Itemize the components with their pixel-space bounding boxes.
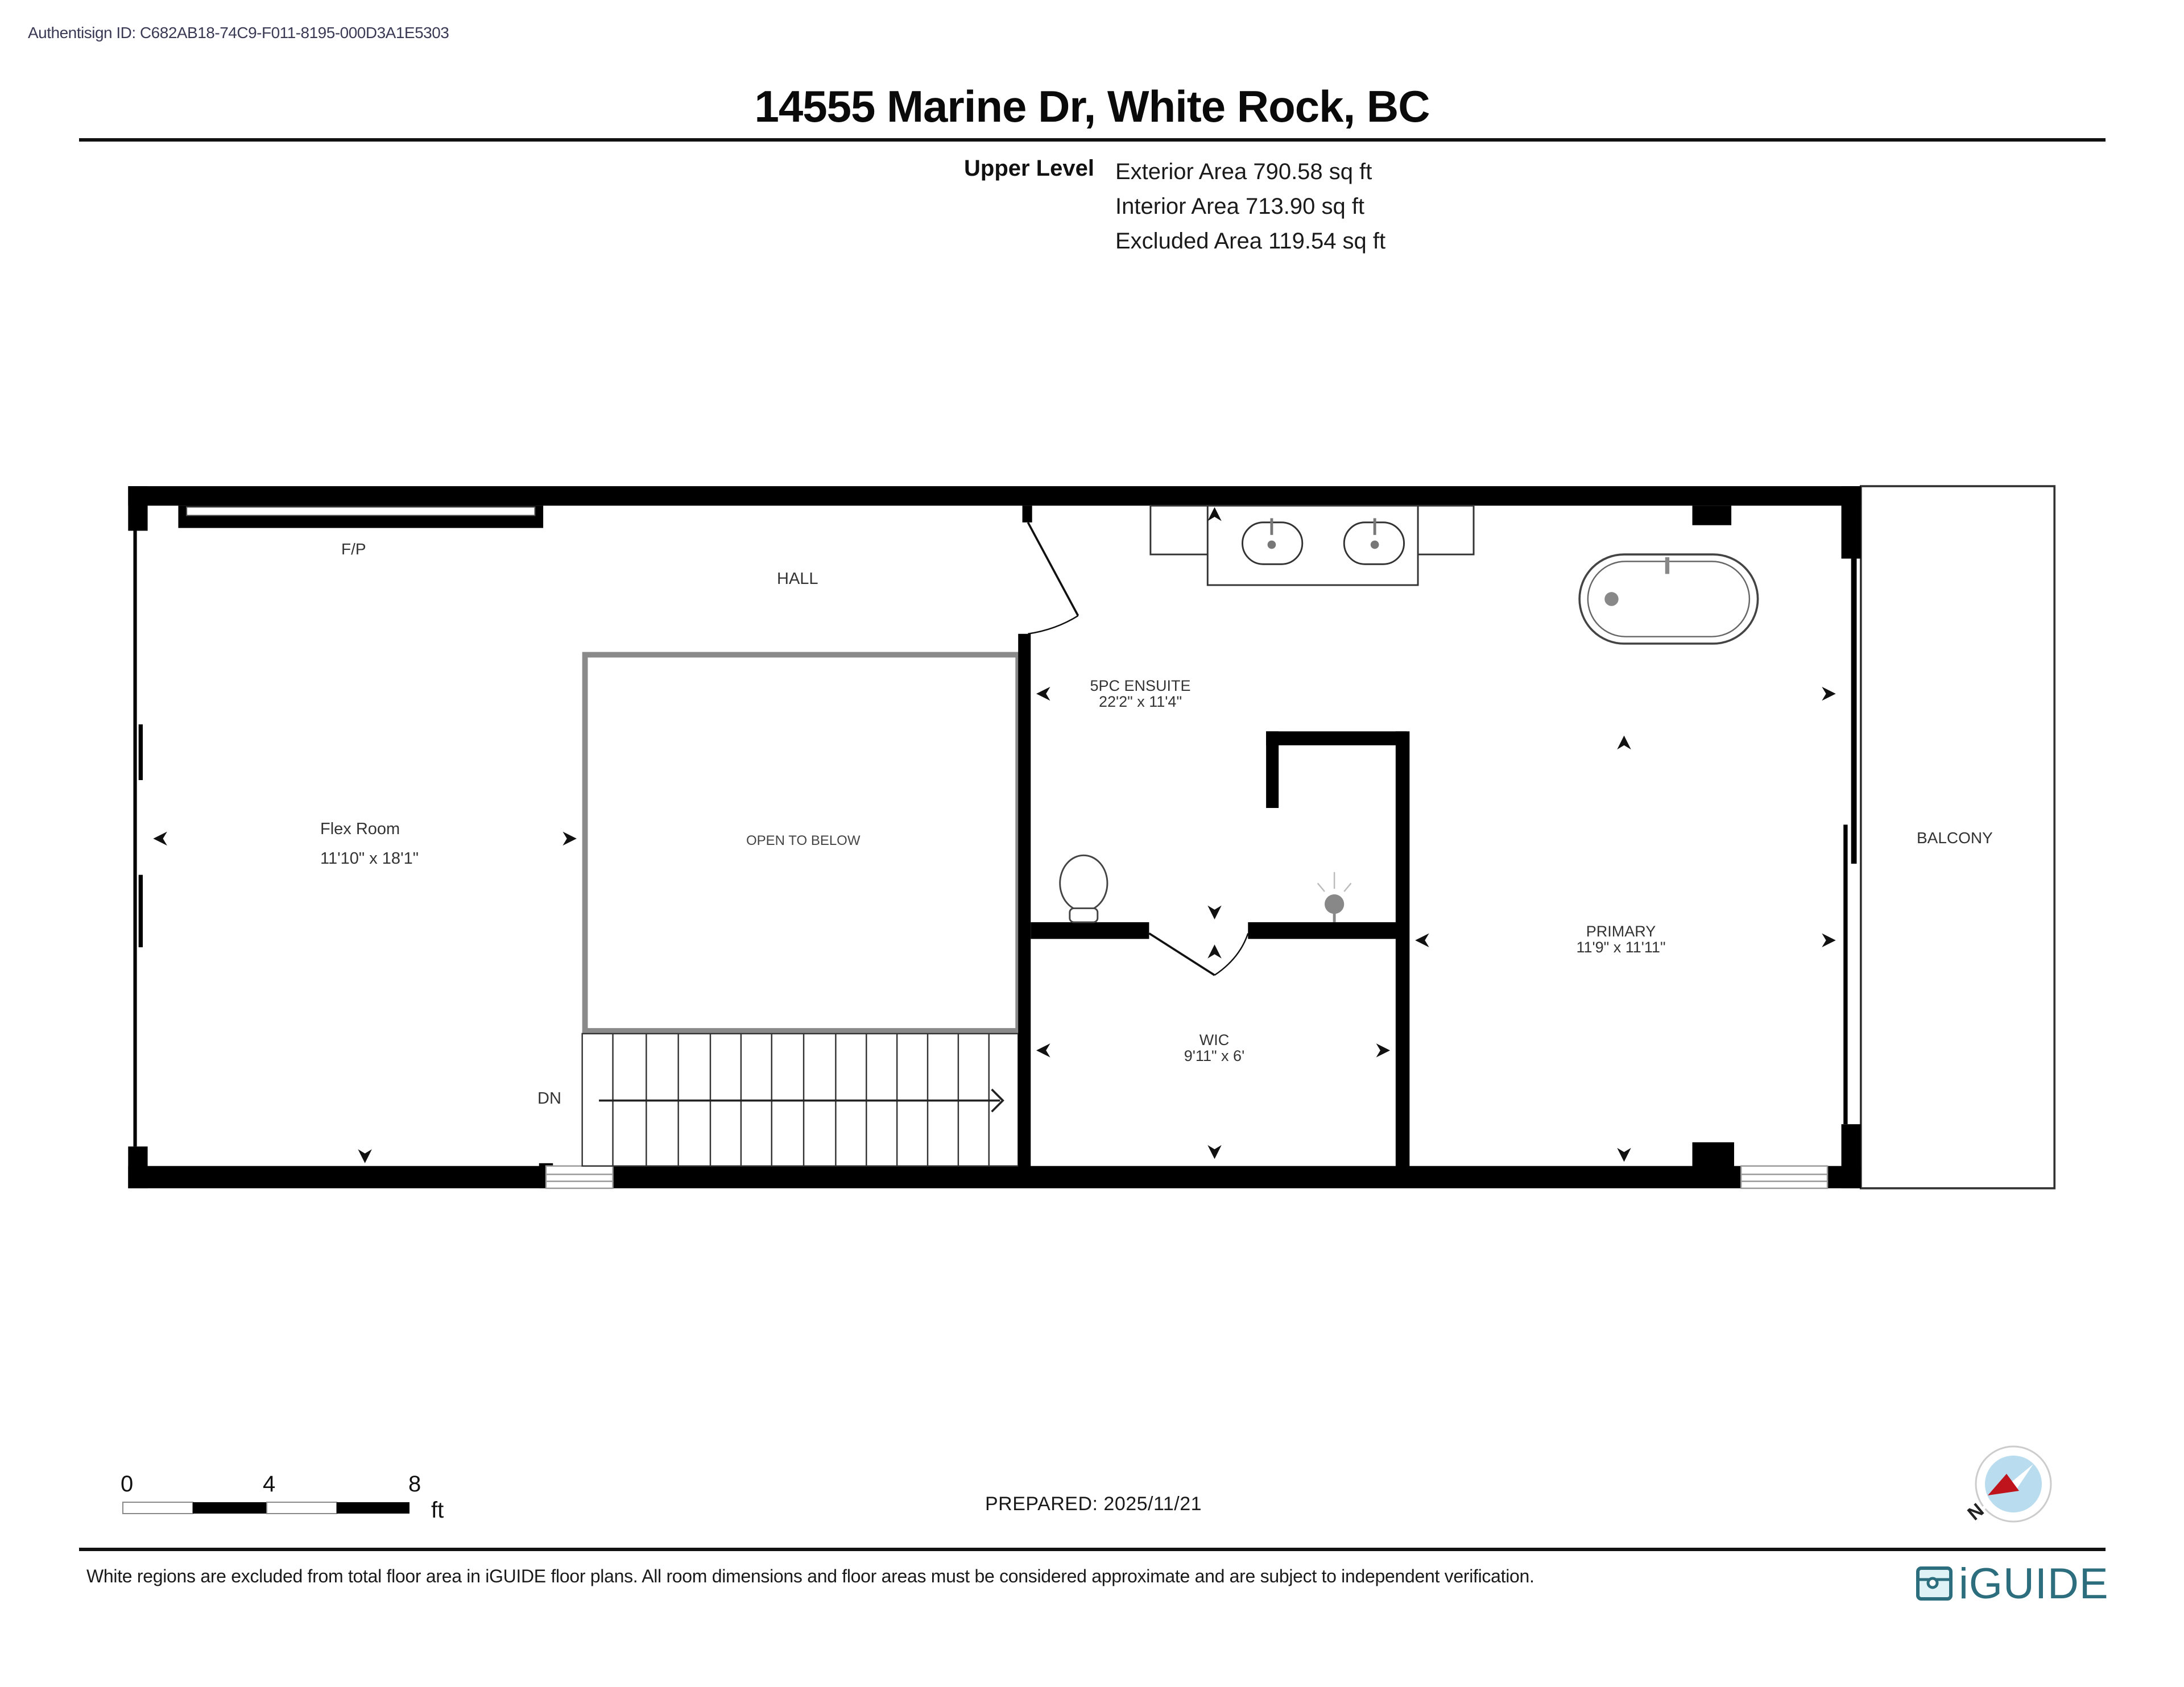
ensuite-name: 5PC ENSUITE xyxy=(1090,677,1191,694)
scale-tick-8: 8 xyxy=(408,1472,421,1497)
room-label-wic: WIC 9'11" x 6' xyxy=(1155,1032,1274,1064)
stairs-down-label: DN xyxy=(537,1089,561,1108)
balcony-outline xyxy=(1860,485,2056,1189)
primary-name: PRIMARY xyxy=(1586,923,1656,940)
level-label: Upper Level xyxy=(964,156,1094,181)
iguide-camera-icon xyxy=(1916,1566,1953,1601)
iguide-brand-text: iGUIDE xyxy=(1959,1559,2109,1608)
primary-dimensions: 11'9" x 11'11" xyxy=(1576,939,1666,956)
footer-divider xyxy=(79,1548,2106,1551)
balcony-doors xyxy=(1843,558,1857,1125)
disclaimer-text: White regions are excluded from total fl… xyxy=(86,1566,1534,1586)
exterior-walls xyxy=(128,486,1861,1188)
ensuite-dimensions: 22'2" x 11'4" xyxy=(1098,693,1182,710)
scale-tick-4: 4 xyxy=(263,1472,276,1497)
header-divider xyxy=(79,138,2106,142)
room-label-flex-room: Flex Room xyxy=(320,820,400,838)
interior-area: Interior Area 713.90 sq ft xyxy=(1115,194,1365,219)
open-to-below-railing xyxy=(582,652,1021,1034)
room-label-hall: HALL xyxy=(777,570,818,588)
shower-head xyxy=(1317,872,1352,922)
scale-unit: ft xyxy=(431,1498,444,1523)
wic-dimensions: 9'11" x 6' xyxy=(1184,1047,1245,1064)
authentisign-id: Authentisign ID: C682AB18-74C9-F011-8195… xyxy=(28,24,449,42)
room-dimensions-flex-room: 11'10" x 18'1" xyxy=(320,849,419,868)
doors xyxy=(1027,521,1249,976)
prepared-date: PREPARED: 2025/11/21 xyxy=(985,1493,1202,1515)
bottom-windows xyxy=(545,1165,1829,1189)
interior-walls xyxy=(1018,505,1410,1178)
staircase xyxy=(581,1033,1019,1167)
room-label-balcony: BALCONY xyxy=(1917,829,1993,847)
left-windows xyxy=(133,530,143,1147)
page-title: 14555 Marine Dr, White Rock, BC xyxy=(754,81,1430,131)
view-arrows xyxy=(153,507,1836,1163)
compass-icon: N xyxy=(1956,1444,2053,1535)
room-label-ensuite: 5PC ENSUITE 22'2" x 11'4" xyxy=(1081,678,1200,710)
scale-tick-0: 0 xyxy=(121,1472,134,1497)
wic-name: WIC xyxy=(1199,1031,1230,1048)
room-label-primary: PRIMARY 11'9" x 11'11" xyxy=(1547,923,1695,955)
double-vanity xyxy=(1149,504,1475,586)
room-label-fp: F/P xyxy=(341,540,366,558)
room-label-open-to-below: OPEN TO BELOW xyxy=(746,833,861,848)
excluded-area: Excluded Area 119.54 sq ft xyxy=(1115,229,1386,254)
exterior-area: Exterior Area 790.58 sq ft xyxy=(1115,159,1372,184)
iguide-logo: iGUIDE xyxy=(1916,1559,2109,1608)
fireplace xyxy=(178,505,544,528)
toilet xyxy=(1059,854,1108,923)
bathtub xyxy=(1578,553,1759,645)
area-summary: Exterior Area 790.58 sq ft Interior Area… xyxy=(1115,155,1385,259)
